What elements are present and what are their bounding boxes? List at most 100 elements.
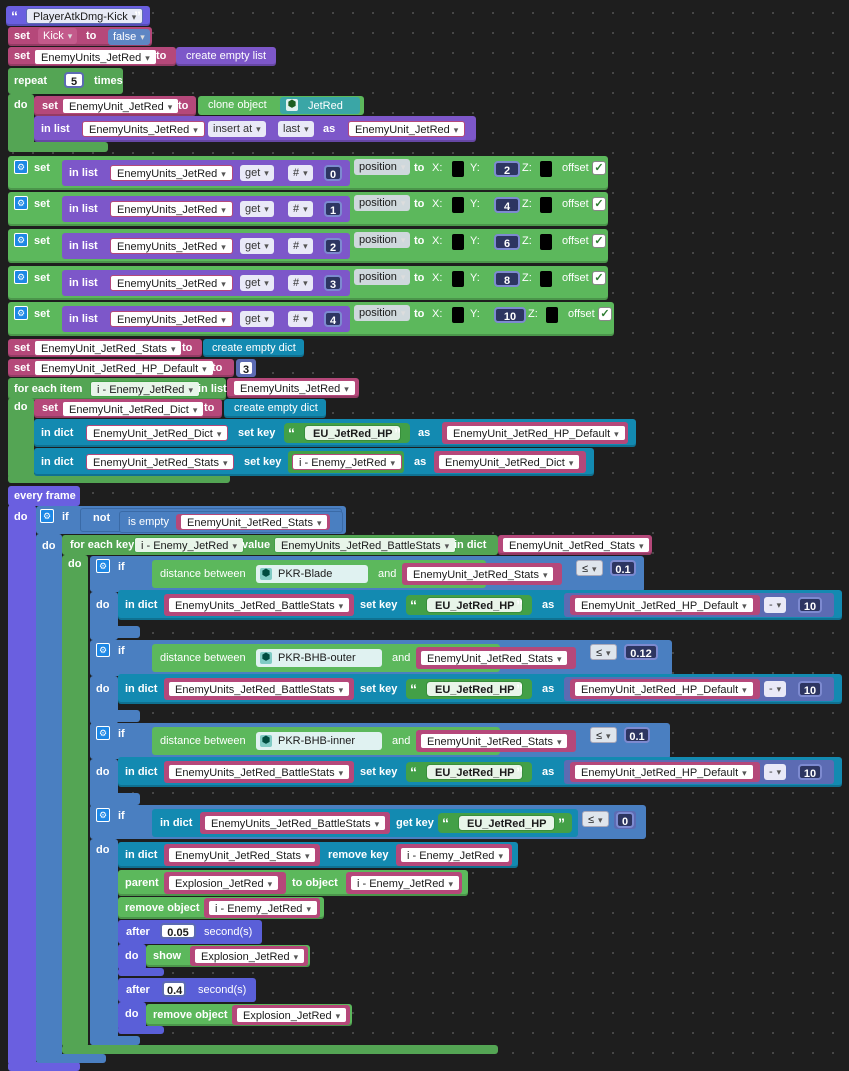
offset-checkbox[interactable]: ✓ <box>592 234 606 248</box>
list-variable[interactable]: EnemyUnits_JetRed <box>110 165 233 181</box>
repeat-block[interactable]: repeat 5 times <box>8 68 123 94</box>
clone-object-block[interactable]: clone object ⬢ JetRed <box>198 96 364 115</box>
dict-remove-key-block[interactable]: in dict EnemyUnit_JetRed_Stats remove ke… <box>118 842 518 868</box>
key-string[interactable]: EU_JetRed_HP <box>426 681 524 697</box>
distance-between-block[interactable]: distance between ⬢ PKR-BHB-inner and Ene… <box>152 727 576 755</box>
mutator-gear-icon[interactable]: ⚙ <box>14 160 28 174</box>
threshold-input[interactable]: 0.1 <box>610 560 636 576</box>
threshold-input[interactable]: 0.1 <box>624 727 650 743</box>
enemy-units-reporter[interactable]: EnemyUnits_JetRed <box>233 380 356 396</box>
comparison-dropdown[interactable]: ≤ <box>582 811 609 827</box>
repeat-count-input[interactable]: 5 <box>64 72 84 88</box>
dict-set-damage-block[interactable]: in dict EnemyUnits_JetRed_BattleStats se… <box>118 757 842 787</box>
is-empty-block[interactable]: is empty EnemyUnit_JetRed_Stats <box>119 511 343 533</box>
procedure-title-block[interactable]: “ PlayerAtkDmg-Kick ” <box>6 6 150 26</box>
stats-reporter[interactable]: EnemyUnit_JetRed_Stats <box>168 847 317 863</box>
z-input-slot[interactable] <box>546 307 558 323</box>
remove-object-explosion-block[interactable]: remove object Explosion_JetRed <box>146 1004 352 1026</box>
key-string-block[interactable]: “ EU_JetRed_HP ” <box>438 813 572 833</box>
mutator-gear-icon[interactable]: ⚙ <box>96 643 110 657</box>
for-each-key-dict-reporter[interactable]: EnemyUnit_JetRed_Stats <box>498 535 652 555</box>
set-position-block[interactable]: ⚙ set in list EnemyUnits_JetRed get # 0 … <box>8 156 608 190</box>
list-reporter[interactable]: EnemyUnits_JetRed <box>227 378 359 398</box>
hp-default-reporter[interactable]: EnemyUnit_JetRed_HP_Default <box>574 764 754 780</box>
z-input-slot[interactable] <box>540 161 552 177</box>
object-reporter[interactable]: ⬢ JetRed <box>280 97 360 114</box>
stats-reporter[interactable]: EnemyUnit_JetRed_Stats <box>180 514 329 530</box>
for-each-item-block[interactable]: for each item i - Enemy_JetRed in list <box>8 378 227 400</box>
distance-between-block[interactable]: distance between ⬢ PKR-Blade and EnemyUn… <box>152 560 562 588</box>
set-position-block[interactable]: ⚙ set in list EnemyUnits_JetRed get # 1 … <box>8 192 608 226</box>
loop-var-reporter[interactable]: i - Enemy_JetRed <box>350 875 460 891</box>
item-variable[interactable]: EnemyUnit_JetRed <box>348 121 466 137</box>
hp-default-number[interactable]: 3 <box>238 360 254 376</box>
battle-stats-reporter[interactable]: EnemyUnits_JetRed_BattleStats <box>168 681 351 697</box>
list-variable[interactable]: EnemyUnits_JetRed <box>110 201 233 217</box>
y-input[interactable]: 4 <box>494 197 520 213</box>
y-input[interactable]: 10 <box>494 307 526 323</box>
z-input-slot[interactable] <box>540 234 552 250</box>
index-input[interactable]: 2 <box>324 238 342 254</box>
index-input[interactable]: 0 <box>324 165 342 181</box>
distance-between-block[interactable]: distance between ⬢ PKR-BHB-outer and Ene… <box>152 644 576 672</box>
battle-stats-reporter[interactable]: EnemyUnits_JetRed_BattleStats <box>168 597 351 613</box>
operator-dropdown[interactable]: - <box>764 764 787 780</box>
key-string-block[interactable]: “ EU_JetRed_HP ” <box>406 679 532 699</box>
dict-target-field[interactable]: EnemyUnit_JetRed_Dict <box>86 425 229 441</box>
property-dropdown[interactable]: position <box>354 159 411 175</box>
mutator-gear-icon[interactable]: ⚙ <box>40 509 54 523</box>
set-position-block[interactable]: ⚙ set in list EnemyUnits_JetRed get # 4 … <box>8 302 614 336</box>
x-input-slot[interactable] <box>452 161 464 177</box>
list-get-block[interactable]: in list EnemyUnits_JetRed get # 1 <box>62 196 350 222</box>
stats-reporter[interactable]: EnemyUnit_JetRed_Stats <box>406 566 555 582</box>
object-reporter[interactable]: ⬢ PKR-Blade <box>256 565 368 583</box>
key-variable[interactable]: i - Enemy_JetRed <box>134 537 244 553</box>
list-variable[interactable]: EnemyUnits_JetRed <box>110 238 233 254</box>
every-frame-event[interactable]: every frame <box>8 486 80 506</box>
parent-block[interactable]: parent Explosion_JetRed to object i - En… <box>118 870 468 896</box>
hp-default-reporter[interactable]: EnemyUnit_JetRed_HP_Default <box>446 425 626 441</box>
remove-object-block[interactable]: remove object i - Enemy_JetRed <box>118 897 324 919</box>
mutator-gear-icon[interactable]: ⚙ <box>14 196 28 210</box>
if-distance-block[interactable]: ⚙ if distance between ⬢ PKR-BHB-inner an… <box>90 723 670 759</box>
hp-default-reporter[interactable]: EnemyUnit_JetRed_HP_Default <box>574 597 754 613</box>
y-input[interactable]: 2 <box>494 161 520 177</box>
dict-get-key-block[interactable]: in dict EnemyUnits_JetRed_BattleStats ge… <box>152 809 578 837</box>
y-input[interactable]: 8 <box>494 271 520 287</box>
index-mode-dropdown[interactable]: # <box>288 165 313 181</box>
comparison-dropdown[interactable]: ≤ <box>576 560 603 576</box>
operator-dropdown[interactable]: - <box>764 597 787 613</box>
loop-variable[interactable]: i - Enemy_JetRed <box>90 381 200 397</box>
dict-set-stats-block[interactable]: in dict EnemyUnit_JetRed_Stats set key i… <box>34 448 594 476</box>
explosion-reporter[interactable]: Explosion_JetRed <box>168 875 280 891</box>
after-block-1[interactable]: after 0.05 second(s) <box>118 920 262 944</box>
property-dropdown[interactable]: position <box>354 232 411 248</box>
object-reporter[interactable]: ⬢ PKR-BHB-inner <box>256 732 382 750</box>
key-string[interactable]: EU_JetRed_HP <box>426 597 524 613</box>
after-block-2[interactable]: after 0.4 second(s) <box>118 978 256 1002</box>
if-distance-block[interactable]: ⚙ if distance between ⬢ PKR-Blade and En… <box>90 556 644 592</box>
math-block[interactable]: EnemyUnit_JetRed_HP_Default - 10 <box>564 677 834 701</box>
x-input-slot[interactable] <box>452 271 464 287</box>
stats-reporter[interactable]: EnemyUnit_JetRed_Stats <box>420 733 569 749</box>
dict-reporter[interactable]: EnemyUnit_JetRed_Dict <box>438 454 581 470</box>
list-get-block[interactable]: in list EnemyUnits_JetRed get # 3 <box>62 270 350 296</box>
threshold-input[interactable]: 0 <box>616 812 634 828</box>
create-empty-list-block[interactable]: create empty list <box>176 47 276 66</box>
for-each-key-block[interactable]: for each key i - Enemy_JetRed value Enem… <box>62 535 498 555</box>
list-insert-block[interactable]: in list EnemyUnits_JetRed insert at last… <box>34 116 476 142</box>
index-mode-dropdown[interactable]: # <box>288 275 313 291</box>
delay-input[interactable]: 0.4 <box>162 981 186 997</box>
offset-checkbox[interactable]: ✓ <box>592 161 606 175</box>
math-block[interactable]: EnemyUnit_JetRed_HP_Default - 10 <box>564 593 834 617</box>
list-get-block[interactable]: in list EnemyUnits_JetRed get # 4 <box>62 306 350 332</box>
list-variable[interactable]: EnemyUnits_JetRed <box>110 275 233 291</box>
create-empty-dict-block[interactable]: create empty dict <box>203 339 304 357</box>
dict-set-damage-block[interactable]: in dict EnemyUnits_JetRed_BattleStats se… <box>118 590 842 620</box>
create-empty-dict-block-2[interactable]: create empty dict <box>224 399 326 418</box>
procedure-name-field[interactable]: PlayerAtkDmg-Kick <box>26 8 144 24</box>
get-mode-dropdown[interactable]: get <box>240 165 274 181</box>
dict-variable[interactable]: EnemyUnit_JetRed_Dict <box>62 401 205 417</box>
mutator-gear-icon[interactable]: ⚙ <box>96 559 110 573</box>
